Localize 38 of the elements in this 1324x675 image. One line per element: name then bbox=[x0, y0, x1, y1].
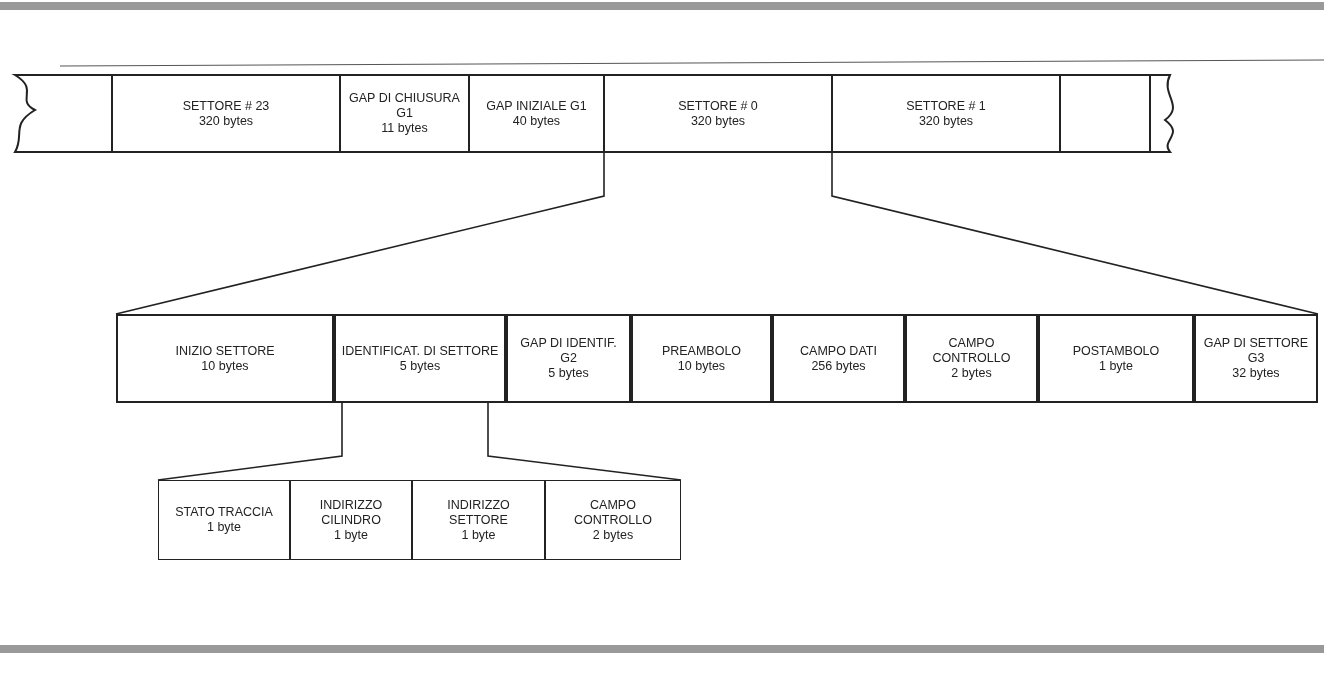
byte-count: 1 byte bbox=[206, 520, 242, 535]
field-name: GAP DI CHIUSURA G1 bbox=[348, 91, 461, 121]
byte-count: 40 bytes bbox=[512, 113, 561, 129]
field-name: CAMPO DATI bbox=[800, 343, 877, 359]
field-name: GAP DI IDENTIF. G2 bbox=[519, 336, 618, 366]
byte-count: 1 byte bbox=[333, 527, 369, 543]
field-name: SETTORE # 23 bbox=[182, 98, 270, 114]
byte-count: 320 bytes bbox=[690, 113, 746, 129]
byte-count: 1 byte bbox=[461, 527, 496, 543]
field-name: PREAMBOLO bbox=[661, 343, 742, 359]
field-name: STATO TRACCIA bbox=[175, 505, 273, 520]
byte-count: 5 bytes bbox=[548, 366, 589, 381]
expansion-line bbox=[115, 151, 605, 315]
field-name: INDIRIZZO SETTORE bbox=[446, 497, 511, 528]
field-name: INDIRIZZO CILINDRO bbox=[318, 497, 384, 528]
field-name: INIZIO SETTORE bbox=[175, 343, 275, 359]
field-name: GAP DI SETTORE G3 bbox=[1202, 336, 1310, 366]
field-name: CAMPO CONTROLLO bbox=[573, 497, 653, 528]
field-name: SETTORE # 1 bbox=[906, 98, 986, 114]
byte-count: 320 bytes bbox=[918, 113, 974, 129]
byte-count: 10 bytes bbox=[201, 358, 249, 374]
expansion-line bbox=[831, 151, 1319, 315]
field-name: IDENTIFICAT. DI SETTORE bbox=[341, 343, 499, 359]
expansion-line bbox=[487, 402, 682, 481]
byte-count: 5 bytes bbox=[399, 358, 441, 374]
byte-count: 2 bytes bbox=[592, 527, 634, 543]
byte-count: 1 byte bbox=[1098, 358, 1134, 374]
expansion-line bbox=[157, 402, 343, 481]
byte-count: 2 bytes bbox=[951, 366, 992, 381]
field-name: CAMPO CONTROLLO bbox=[931, 336, 1012, 366]
byte-count: 256 bytes bbox=[811, 358, 866, 374]
byte-count: 320 bytes bbox=[198, 113, 254, 129]
byte-count: 32 bytes bbox=[1232, 366, 1280, 381]
field-name: GAP INIZIALE G1 bbox=[486, 98, 587, 114]
byte-count: 11 bytes bbox=[381, 121, 428, 136]
field-name: SETTORE # 0 bbox=[678, 98, 758, 114]
field-name: POSTAMBOLO bbox=[1072, 343, 1160, 359]
byte-count: 10 bytes bbox=[677, 358, 726, 374]
